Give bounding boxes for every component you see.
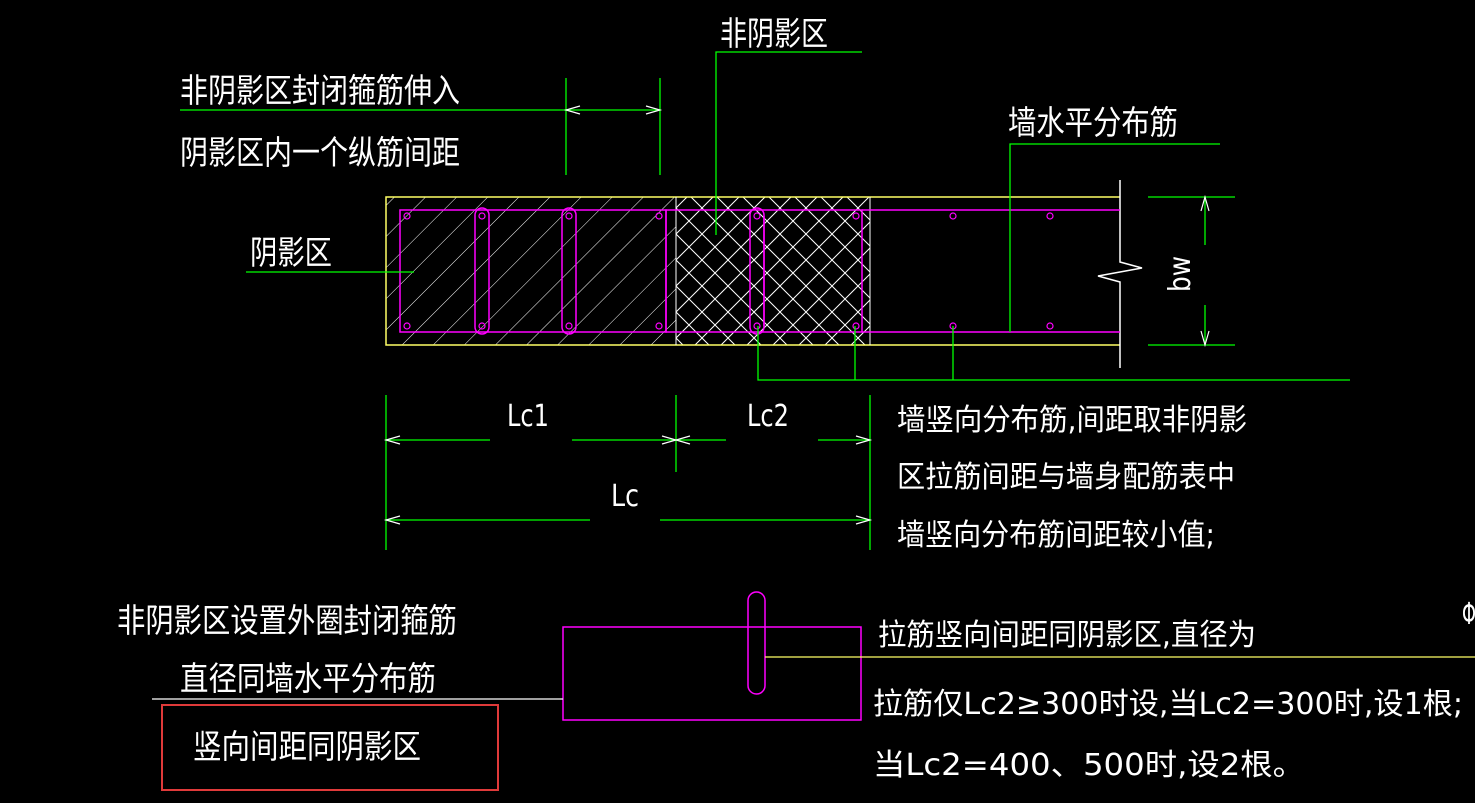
shadow-zone-hatch	[386, 197, 676, 345]
non-shadow-zone-hoop	[665, 209, 863, 333]
label-tie-3: 当Lc2=400、500时,设2根。	[873, 748, 1305, 783]
rebar-group	[399, 207, 1120, 335]
rebar-dot	[852, 322, 860, 330]
dimension-arrows	[383, 105, 1210, 525]
highlight-box	[161, 704, 499, 791]
label-hoop-extend-1: 非阴影区封闭箍筋伸入	[180, 71, 460, 110]
wall-break-line	[1097, 180, 1143, 368]
label-shadow-zone: 阴影区	[250, 233, 332, 272]
label-vertical-bar-1: 墙竖向分布筋,间距取非阴影	[897, 403, 1247, 438]
label-edge-glyph: Φ	[1462, 597, 1475, 632]
arrow	[1200, 330, 1210, 348]
longitudinal-bars	[403, 212, 1054, 330]
arrow	[1200, 194, 1210, 212]
tie-1	[474, 207, 490, 335]
rebar-dot	[949, 212, 957, 220]
arrow	[563, 105, 581, 115]
rebar-dot	[852, 212, 860, 220]
leader-wall-horizontal-bar	[1009, 143, 1220, 332]
rebar-dot	[753, 212, 761, 220]
rebar-dot	[655, 212, 663, 220]
leader-vertical-bar	[757, 326, 1350, 381]
arrow	[645, 105, 663, 115]
rebar-dot	[478, 212, 486, 220]
label-lc2: Lc2	[747, 399, 789, 434]
rebar-dot	[565, 212, 573, 220]
arrow	[383, 435, 401, 445]
label-outer-hoop-1: 非阴影区设置外圈封闭箍筋	[117, 601, 457, 640]
rebar-dot	[1046, 212, 1054, 220]
labels: 非阴影区 非阴影区封闭箍筋伸入 阴影区内一个纵筋间距 墙水平分布筋 阴影区 bw…	[117, 14, 1475, 783]
arrow	[855, 435, 873, 445]
rebar-dot	[403, 322, 411, 330]
label-lc: Lc	[611, 479, 639, 514]
label-tie-2: 拉筋仅Lc2≥300时设,当Lc2=300时,设1根;	[873, 687, 1463, 722]
rebar-dot	[403, 212, 411, 220]
label-hoop-extend-2: 阴影区内一个纵筋间距	[180, 133, 460, 172]
rebar-dot	[753, 322, 761, 330]
arrow	[673, 435, 691, 445]
wall-outline	[385, 196, 1120, 346]
rebar-dot	[565, 322, 573, 330]
label-outer-hoop-2: 直径同墙水平分布筋	[180, 659, 436, 698]
tie-detail	[152, 591, 1475, 791]
label-vertical-spacing: 竖向间距同阴影区	[193, 727, 421, 766]
label-lc1: Lc1	[507, 399, 549, 434]
label-vertical-bar-3: 墙竖向分布筋间距较小值;	[897, 518, 1215, 553]
wall-section	[385, 180, 1143, 368]
rebar-dot	[655, 322, 663, 330]
label-vertical-bar-2: 区拉筋间距与墙身配筋表中	[897, 460, 1235, 495]
tie-detail-rect	[562, 626, 862, 721]
tie-detail-hook	[747, 591, 766, 695]
label-tie-1: 拉筋竖向间距同阴影区,直径为	[878, 618, 1256, 653]
leader-lines	[180, 51, 1350, 550]
arrow	[855, 515, 873, 525]
label-wall-horizontal-bar: 墙水平分布筋	[1008, 103, 1178, 142]
tie-2	[561, 207, 577, 335]
non-shadow-zone-hatch	[676, 197, 870, 345]
leader-non-shadow-top	[715, 51, 862, 235]
rebar-dot	[478, 322, 486, 330]
label-non-shadow-zone-top: 非阴影区	[720, 14, 828, 53]
arrow	[383, 515, 401, 525]
label-bw: bw	[1163, 256, 1198, 292]
rebar-dot	[1046, 322, 1054, 330]
